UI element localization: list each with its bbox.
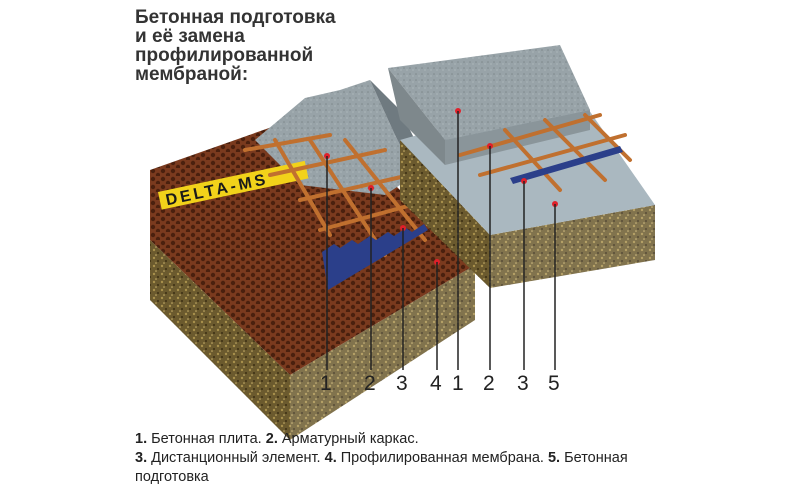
spacer-element-right bbox=[510, 146, 623, 184]
callout-left-4: 4 bbox=[430, 372, 442, 395]
caption-line: 3. Дистанционный элемент. 4. Профилирова… bbox=[135, 449, 655, 487]
right-block bbox=[388, 45, 655, 370]
diagram-title: Бетонная подготовка и её замена профилир… bbox=[135, 8, 395, 84]
callout-left-2: 2 bbox=[364, 372, 376, 395]
legend-caption: 1. Бетонная плита. 2. Арматурный каркас.… bbox=[135, 430, 655, 487]
title-line: профилированной bbox=[135, 45, 314, 66]
rebar-cage-right bbox=[458, 113, 632, 192]
caption-text: Бетонная подготовка bbox=[135, 450, 628, 485]
left-soil-right bbox=[290, 265, 475, 440]
left-soil-front bbox=[150, 240, 290, 440]
callout-left-3: 3 bbox=[396, 372, 408, 395]
callout-right-2: 2 bbox=[483, 372, 495, 395]
caption-text: Профилированная мембрана. bbox=[336, 450, 548, 466]
caption-num: 2. bbox=[265, 431, 278, 447]
spacer-element-left bbox=[322, 224, 428, 290]
right-soil-right bbox=[490, 205, 655, 288]
title-line: и её замена bbox=[135, 26, 245, 47]
title-line: Бетонная подготовка bbox=[135, 7, 336, 28]
caption-num: 1. bbox=[135, 431, 148, 447]
right-soil-front bbox=[400, 140, 490, 288]
callout-right-1: 1 bbox=[452, 372, 464, 395]
caption-num: 5. bbox=[547, 450, 561, 466]
profiled-membrane bbox=[150, 110, 475, 375]
title-line: мембраной: bbox=[135, 64, 249, 85]
caption-text: Дистанционный элемент. bbox=[147, 450, 325, 466]
caption-line: 1. Бетонная плита. 2. Арматурный каркас. bbox=[135, 430, 655, 449]
callout-numbers: 1 2 3 4 1 2 3 5 bbox=[320, 372, 560, 395]
concrete-slab-right-top bbox=[388, 45, 590, 140]
leaders-right bbox=[457, 111, 556, 370]
caption-num: 3. bbox=[135, 450, 148, 466]
concrete-slab-right-front bbox=[388, 68, 445, 165]
callout-right-3: 3 bbox=[517, 372, 529, 395]
caption-num: 4. bbox=[324, 450, 337, 466]
leaders-left bbox=[326, 156, 438, 370]
callout-right-5: 5 bbox=[548, 372, 560, 395]
callout-left-1: 1 bbox=[320, 372, 332, 395]
caption-text: Бетонная плита. bbox=[147, 431, 266, 447]
caption-text: Арматурный каркас. bbox=[277, 431, 419, 447]
